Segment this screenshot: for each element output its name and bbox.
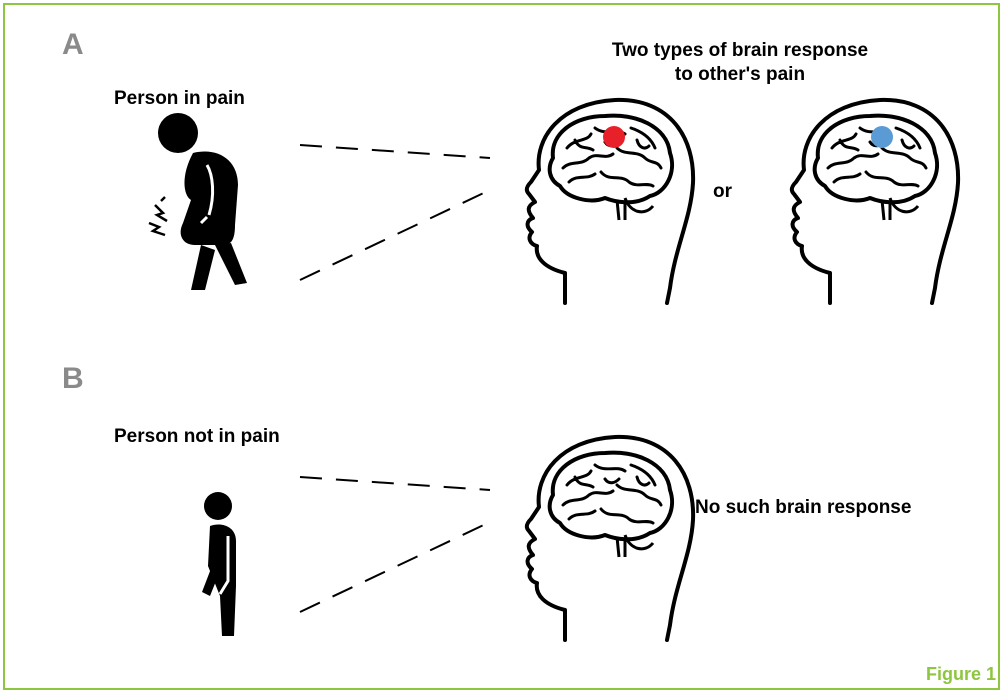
sight-line-bottom-a [300,190,490,280]
head-brain-b [527,437,693,640]
sight-line-top-a [300,145,490,158]
person-not-in-pain-figure [202,492,236,636]
blue-response-dot [871,126,893,148]
sight-line-top-b [300,477,490,490]
person-in-pain-figure [149,113,247,290]
red-response-dot [603,126,625,148]
sight-line-bottom-b [300,522,490,612]
